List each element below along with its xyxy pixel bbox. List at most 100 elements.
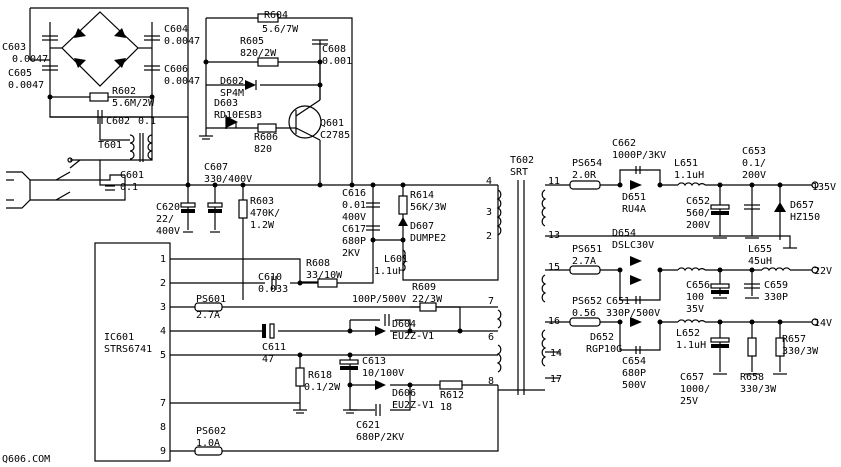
- r614-resistor: [398, 195, 408, 215]
- label-c620-value-2: 400V: [156, 226, 180, 237]
- label-ic601: IC601: [104, 332, 134, 343]
- r609-resistor: [419, 302, 437, 312]
- label-r603: R603: [250, 196, 274, 207]
- label-c654-value-2: 500V: [622, 380, 646, 391]
- label-r609-value: 22/3W: [412, 294, 443, 305]
- ac-plug: [6, 157, 115, 209]
- label-d652-value: RGP10G: [586, 344, 622, 355]
- label-r614-value: 56K/3W: [410, 202, 447, 213]
- label-c604: C604: [164, 24, 188, 35]
- label-q601: Q601: [320, 118, 344, 129]
- label-d651: D651: [622, 192, 646, 203]
- label-d603-value: RD10ESB3: [214, 110, 262, 121]
- label-c616: C616: [342, 188, 366, 199]
- l651-inductor: [677, 182, 706, 187]
- label-l601: L601: [384, 254, 408, 265]
- label-c656-value-1: 100: [686, 292, 704, 303]
- label-c601: C601: [120, 170, 144, 181]
- label-c100p: 100P/500V: [352, 294, 406, 305]
- label-c605-value: 0.0047: [8, 80, 44, 91]
- label-c621-value: 680P/2KV: [356, 432, 404, 443]
- label-c620: C620: [156, 202, 180, 213]
- ic-pin-3: 3: [160, 302, 166, 313]
- label-r612: R612: [440, 390, 464, 401]
- label-c610: C610: [258, 272, 282, 283]
- d654-diode-b: [630, 275, 642, 285]
- label-c617-value-2: 2KV: [342, 248, 360, 259]
- label-c651-value: 330P/500V: [606, 308, 660, 319]
- label-r602: R602: [112, 86, 136, 97]
- label-d606-value: EU2Z-V1: [392, 400, 434, 411]
- ps601-fuse: [194, 302, 223, 312]
- components: [6, 13, 819, 462]
- label-c611-value: 47: [262, 354, 274, 365]
- junction-dots: [47, 59, 783, 388]
- label-l651-value: 1.1uH: [674, 170, 704, 181]
- label-r606: R606: [254, 132, 278, 143]
- t-pin-7: 7: [488, 296, 494, 307]
- q601-transistor: [288, 99, 322, 141]
- label-c617-value-1: 680P: [342, 236, 366, 247]
- label-14v: 14V: [814, 318, 832, 329]
- label-r605-value: 820/2W: [240, 48, 277, 59]
- label-ps601-value: 2.7A: [196, 310, 220, 321]
- r658-resistor: [747, 337, 757, 357]
- label-r608: R608: [306, 258, 330, 269]
- label-r604-value: 5.6/7W: [262, 24, 299, 35]
- label-ps654-value: 2.0R: [572, 170, 597, 181]
- label-l655: L655: [748, 244, 772, 255]
- label-c613: C613: [362, 356, 386, 367]
- label-c613-value: 10/100V: [362, 368, 404, 379]
- label-t602: T602: [510, 155, 534, 166]
- label-c603: C603: [2, 42, 26, 53]
- label-r618: R618: [308, 370, 332, 381]
- ground-symbol: [199, 128, 213, 140]
- label-t601: T601: [98, 140, 122, 151]
- label-ps602-value: 1.0A: [196, 438, 220, 449]
- label-22v: 22V: [814, 266, 832, 277]
- label-r603-value-2: 1.2W: [250, 220, 275, 231]
- label-r614: R614: [410, 190, 434, 201]
- transformer-pin-numbers: 4 3 2 7 6 8 11 13 15 16 14 17: [486, 176, 562, 387]
- label-d607-value: DUMPE2: [410, 233, 446, 244]
- d654-diode-a: [630, 256, 642, 266]
- label-d654-value: DSLC30V: [612, 240, 654, 251]
- t-pin-3: 3: [486, 207, 492, 218]
- t-pin-15: 15: [548, 262, 560, 273]
- label-135v: 135V: [812, 182, 836, 193]
- r608-resistor: [317, 278, 338, 288]
- label-r603-value-1: 470K/: [250, 208, 280, 219]
- ps651-fuse: [569, 265, 601, 275]
- label-c657-value-1: 1000/: [680, 384, 710, 395]
- label-c606: C606: [164, 64, 188, 75]
- label-c607: C607: [204, 162, 228, 173]
- r604-resistor: [257, 13, 279, 23]
- label-c652: C652: [686, 196, 710, 207]
- ic-pin-5: 5: [160, 350, 166, 361]
- label-r608-value: 33/10W: [306, 270, 343, 281]
- label-c662: C662: [612, 138, 636, 149]
- watermark: Q606.COM: [2, 454, 50, 465]
- t602-transformer: [496, 180, 547, 395]
- label-ps651-value: 2.7A: [572, 256, 596, 267]
- label-d604: D604: [392, 319, 416, 330]
- d602-diode: [245, 80, 256, 90]
- c607-c620-capacitors: [180, 202, 223, 233]
- label-d657: D657: [790, 200, 814, 211]
- l652-inductor: [677, 319, 706, 324]
- t-pin-6: 6: [488, 332, 494, 343]
- r605-resistor: [257, 57, 279, 67]
- r606-resistor: [257, 123, 277, 133]
- label-ps651: PS651: [572, 244, 602, 255]
- ic-pin-2: 2: [160, 278, 166, 289]
- c610-capacitor: [271, 276, 277, 290]
- d606-diode: [375, 380, 386, 390]
- label-r602-value: 5.6M/2W: [112, 98, 155, 109]
- label-d602: D602: [220, 76, 244, 87]
- label-c604-value: 0.0047: [164, 36, 200, 47]
- label-c657-value-2: 25V: [680, 396, 698, 407]
- label-ps652: PS652: [572, 296, 602, 307]
- label-c662-value: 1000P/3KV: [612, 150, 666, 161]
- label-r618-value: 0.1/2W: [304, 382, 341, 393]
- l655-inductor: [761, 267, 791, 272]
